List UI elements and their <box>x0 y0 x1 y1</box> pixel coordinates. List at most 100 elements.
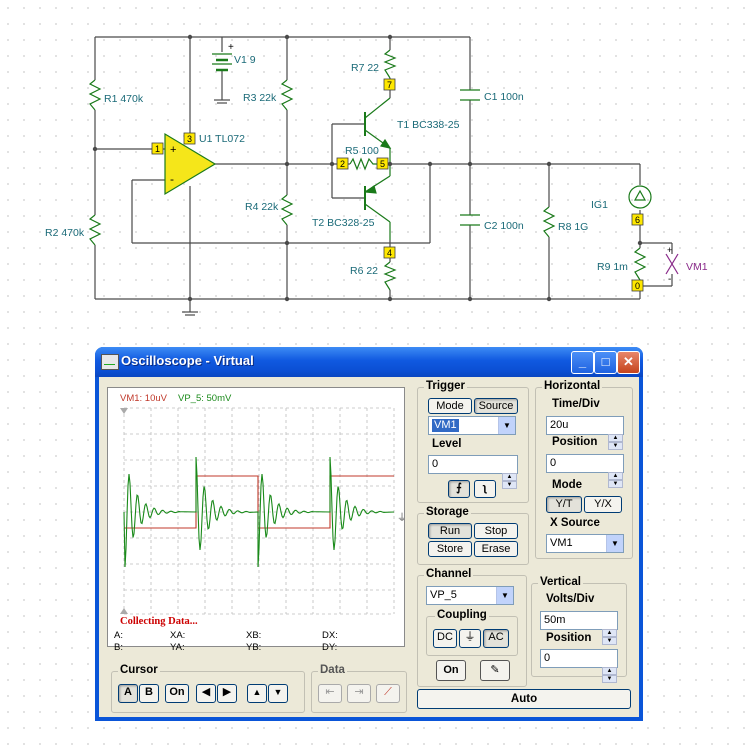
r8-label: R8 1G <box>558 221 588 233</box>
chevron-down-icon[interactable]: ▼ <box>498 417 515 434</box>
h-position-label: Position <box>552 436 598 448</box>
r9-resistor <box>633 247 647 281</box>
falling-edge-icon[interactable]: ʅ <box>474 480 496 498</box>
mode-yt-button[interactable]: Y/T <box>546 496 582 513</box>
c2-label: C2 100n <box>484 220 524 232</box>
coupling-gnd-button[interactable]: ⏚ <box>459 629 481 648</box>
pin-label: 0 <box>635 281 640 291</box>
data-group-title: Data <box>318 664 347 676</box>
status-text: Collecting Data... <box>120 616 198 627</box>
volts-div-input[interactable]: 50m ▲▼ <box>540 611 618 645</box>
x-source-select[interactable]: VM1 ▼ <box>546 534 624 553</box>
horizontal-group: Horizontal Time/Div 20u ▲▼ Position 0 ▲▼… <box>535 380 633 559</box>
trigger-source-button[interactable]: Source <box>474 398 518 414</box>
r4-label: R4 22k <box>245 201 279 213</box>
r1-resistor <box>88 79 102 111</box>
data-load-icon[interactable]: ⇤ <box>318 684 342 703</box>
opamp-u1[interactable] <box>164 132 217 196</box>
cursor-on-button[interactable]: On <box>165 684 189 703</box>
r3-label: R3 22k <box>243 92 277 104</box>
r2-resistor <box>88 214 102 246</box>
maximize-button[interactable]: □ <box>594 351 617 374</box>
opamp-minus: - <box>170 172 174 186</box>
pin-label: 2 <box>340 159 345 169</box>
x-source-label: X Source <box>550 517 600 529</box>
chevron-down-icon[interactable]: ▼ <box>606 535 623 552</box>
v1-plus: + <box>228 42 234 53</box>
ig1-label: IG1 <box>591 199 608 211</box>
chevron-down-icon[interactable]: ▼ <box>496 587 513 604</box>
schematic-canvas[interactable]: + - 1 3 2 5 7 4 6 0 R1 470k R2 470k R3 2… <box>0 0 747 330</box>
coupling-title: Coupling <box>435 609 489 621</box>
u1-label: U1 TL072 <box>199 133 245 145</box>
spinner[interactable]: ▲▼ <box>502 473 517 490</box>
store-button[interactable]: Store <box>428 541 472 557</box>
oscilloscope-window: Oscilloscope - Virtual _ □ ✕ <box>95 347 643 721</box>
pin-label: 1 <box>155 144 160 154</box>
cursor-group-title: Cursor <box>118 664 160 676</box>
pin-label: 3 <box>187 134 192 144</box>
title-bar[interactable]: Oscilloscope - Virtual _ □ ✕ <box>95 347 643 377</box>
horizontal-group-title: Horizontal <box>542 380 603 392</box>
opamp-plus: + <box>170 144 176 156</box>
pin-label: 6 <box>635 215 640 225</box>
vm1-label: VM1 <box>686 261 708 273</box>
cursor-a-button[interactable]: A <box>118 684 138 703</box>
vm1-plus: + <box>667 245 672 255</box>
coupling-dc-button[interactable]: DC <box>433 629 457 648</box>
x-source-value: VM1 <box>550 537 573 549</box>
spinner[interactable]: ▲▼ <box>602 629 617 646</box>
close-button[interactable]: ✕ <box>617 351 640 374</box>
mode-yx-button[interactable]: Y/X <box>584 496 622 513</box>
time-div-label: Time/Div <box>552 398 600 410</box>
ch2-trace <box>123 456 395 568</box>
spinner[interactable]: ▲▼ <box>608 434 623 451</box>
trigger-marker-icon <box>120 408 128 414</box>
data-export-icon[interactable]: ⇥ <box>347 684 371 703</box>
readout-dy: DY: <box>322 642 338 653</box>
r8-resistor <box>542 206 556 238</box>
oscilloscope-app-icon <box>101 354 119 370</box>
minimize-button[interactable]: _ <box>571 351 594 374</box>
time-div-value: 20u <box>550 419 569 431</box>
scope-display[interactable]: ⏚ VM1: 10uV VP_5: 50mV Collecting Data..… <box>107 387 405 653</box>
window-client: ⏚ VM1: 10uV VP_5: 50mV Collecting Data..… <box>99 377 639 717</box>
readout-ya: YA: <box>170 642 185 653</box>
readout-dx: DX: <box>322 630 338 641</box>
rising-edge-icon[interactable]: ⨍ <box>448 480 470 498</box>
cursor-left-icon[interactable]: ◀ <box>196 684 216 703</box>
h-position-input[interactable]: 0 ▲▼ <box>546 454 624 488</box>
trigger-mode-button[interactable]: Mode <box>428 398 472 414</box>
channel-value: VP_5 <box>430 589 457 601</box>
trigger-level-input[interactable]: 0 ▲▼ <box>428 455 518 489</box>
probe-pen-icon[interactable]: ✎ <box>480 660 510 681</box>
vertical-group-title: Vertical <box>538 576 583 588</box>
stop-button[interactable]: Stop <box>474 523 518 539</box>
cursor-b-button[interactable]: B <box>139 684 159 703</box>
storage-group: Storage Run Stop Store Erase <box>417 506 529 565</box>
time-div-input[interactable]: 20u ▲▼ <box>546 416 624 450</box>
pin-label: 5 <box>380 159 385 169</box>
trigger-source-select[interactable]: VM1 ▼ <box>428 416 516 435</box>
r6-resistor <box>383 261 397 291</box>
spinner[interactable]: ▲▼ <box>608 472 623 489</box>
readout-a: A: <box>114 630 123 641</box>
cursor-up-icon[interactable]: ▲ <box>247 684 267 703</box>
v-position-input[interactable]: 0 ▲▼ <box>540 649 618 683</box>
cursor-group: Cursor A B On ◀ ▶ ▲ ▼ <box>111 664 305 713</box>
volts-div-value: 50m <box>544 614 566 626</box>
cursor-right-icon[interactable]: ▶ <box>217 684 237 703</box>
trigger-level-label: Level <box>432 438 462 450</box>
pin-label: 7 <box>387 80 392 90</box>
cursor-down-icon[interactable]: ▼ <box>268 684 288 703</box>
data-plot-icon[interactable]: ⟋ <box>376 684 400 703</box>
coupling-ac-button[interactable]: AC <box>483 629 509 648</box>
r3-resistor <box>280 79 294 111</box>
ground-marker-icon: ⏚ <box>397 512 404 524</box>
run-button[interactable]: Run <box>428 523 472 539</box>
erase-button[interactable]: Erase <box>474 541 518 557</box>
channel-select[interactable]: VP_5 ▼ <box>426 586 514 605</box>
spinner[interactable]: ▲▼ <box>602 667 617 684</box>
auto-button[interactable]: Auto <box>417 689 631 709</box>
channel-on-button[interactable]: On <box>436 660 466 681</box>
